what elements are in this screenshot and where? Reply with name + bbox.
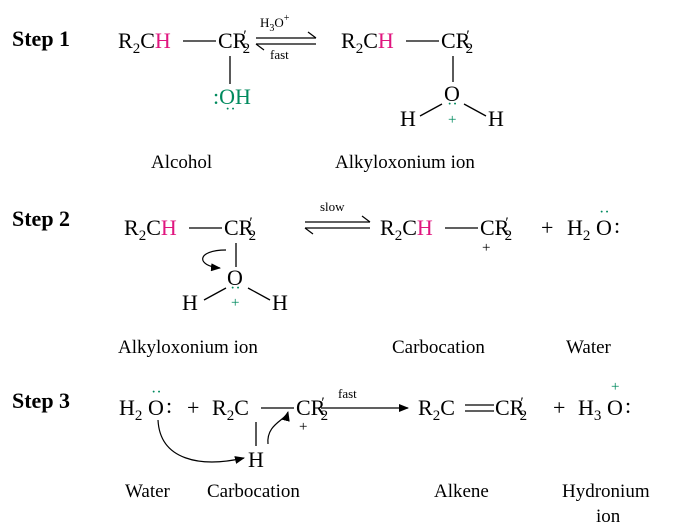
water-structure: H2 O ·· : (567, 204, 620, 244)
cr2-fragment: CR′2 (296, 395, 328, 424)
plus-sign: + (553, 395, 565, 420)
step-2: Step 2 R2CH CR′2 O ·· + H H slow R2CH (12, 199, 620, 358)
hydrogen-right: H (488, 106, 504, 131)
hydrogen-right: H (272, 290, 288, 315)
equilibrium-arrow-1: H3O+ fast (255, 13, 317, 62)
cr2-fragment: CR′2 (480, 215, 512, 244)
step-1: Step 1 R2CH CR′2 :OH ·· H3O+ fast R2CH C… (12, 13, 504, 173)
step-3-label: Step 3 (12, 388, 70, 413)
carbocation-label: Carbocation (207, 481, 300, 502)
step-2-label: Step 2 (12, 206, 70, 231)
cr2-fragment: CR′2 (441, 28, 473, 57)
water-hydrogens: H2 (119, 395, 142, 424)
alkene-structure: R2C CR′2 (418, 395, 527, 424)
alkene-label: Alkene (434, 481, 489, 502)
cr2-fragment: CR′2 (224, 215, 256, 244)
lone-pair-dots: ·· (447, 96, 458, 113)
hydrogen-left: H (400, 106, 416, 131)
r2c-fragment: R2CH (124, 215, 177, 244)
o-h-bond-left (419, 103, 443, 117)
oxygen-atom: O (444, 81, 460, 106)
arrow-condition-top: slow (320, 199, 345, 214)
lone-pair-colon: : (614, 213, 620, 238)
curved-arrow-bond-formation (267, 411, 290, 445)
beta-hydrogen: H (248, 447, 264, 472)
oxygen-atom: O (227, 265, 243, 290)
plus-sign: + (187, 395, 199, 420)
carbocation-label: Carbocation (392, 337, 485, 358)
hydronium-label-ion: ion (596, 506, 621, 527)
alkyloxonium-structure: R2CH CR′2 O ·· + H H (124, 215, 288, 315)
alkyloxonium-label: Alkyloxonium ion (118, 337, 258, 358)
hydrogen-left: H (182, 290, 198, 315)
forward-arrow-3: fast (321, 386, 409, 412)
positive-charge: + (231, 295, 239, 311)
lone-pair-dots: ·· (230, 280, 241, 297)
cr2-fragment: CR′2 (495, 395, 527, 424)
r2c-fragment: R2CH (380, 215, 433, 244)
equilibrium-arrow-2: slow (304, 199, 371, 235)
arrow-condition-top: H3O+ (260, 13, 290, 34)
lone-pair-colon: : (625, 393, 631, 418)
arrow-condition-bottom: fast (270, 47, 289, 62)
r2c-fragment: R2C (212, 395, 249, 424)
water-label: Water (125, 481, 171, 502)
oxygen-atom: O (596, 215, 612, 240)
lone-pair-colon: : (166, 393, 172, 418)
oxygen-atom: O (148, 395, 164, 420)
positive-charge: + (299, 419, 307, 435)
oxygen-atom: O (607, 395, 623, 420)
step-1-label: Step 1 (12, 26, 70, 51)
o-h-bond-right (463, 103, 487, 117)
hydroxyl-group: :OH (213, 84, 251, 109)
carbocation-structure: R2CH CR′2 + (380, 215, 512, 256)
positive-charge: + (448, 112, 456, 128)
r2c-fragment: R2C (418, 395, 455, 424)
water-hydrogens: H2 (567, 215, 590, 244)
r2c-fragment: R2CH (341, 28, 394, 57)
alkyloxonium-label: Alkyloxonium ion (335, 152, 475, 173)
step-3: Step 3 H2 O ·· : + R2C CR′2 + H fast R2C (12, 379, 650, 527)
carbocation-structure: R2C CR′2 + H (157, 395, 328, 472)
alcohol-structure: R2CH CR′2 :OH ·· (118, 28, 251, 118)
curved-arrow-bond-break (202, 249, 227, 272)
positive-charge: + (482, 240, 490, 256)
r2c-fragment: R2CH (118, 28, 171, 57)
lone-pair-dots: ·· (151, 384, 162, 401)
arrow-condition-top: fast (338, 386, 357, 401)
hydronium-hydrogens: H3 (578, 395, 601, 424)
water-structure: H2 O ·· : (119, 384, 172, 424)
lone-pair-dots: ·· (225, 101, 236, 118)
alkyloxonium-structure: R2CH CR′2 O ·· + H H (341, 28, 504, 131)
hydronium-structure: H3 O + : (578, 379, 631, 424)
o-h-bond-left (203, 287, 227, 301)
hydronium-label: Hydronium (562, 481, 650, 502)
positive-charge: + (611, 379, 619, 395)
o-h-bond-right (247, 287, 271, 301)
curved-arrow-proton-abstraction (157, 419, 245, 464)
lone-pair-dots: ·· (599, 204, 610, 221)
cr2-fragment: CR′2 (218, 28, 250, 57)
water-label: Water (566, 337, 612, 358)
alcohol-label: Alcohol (151, 152, 212, 173)
plus-sign: + (541, 215, 553, 240)
